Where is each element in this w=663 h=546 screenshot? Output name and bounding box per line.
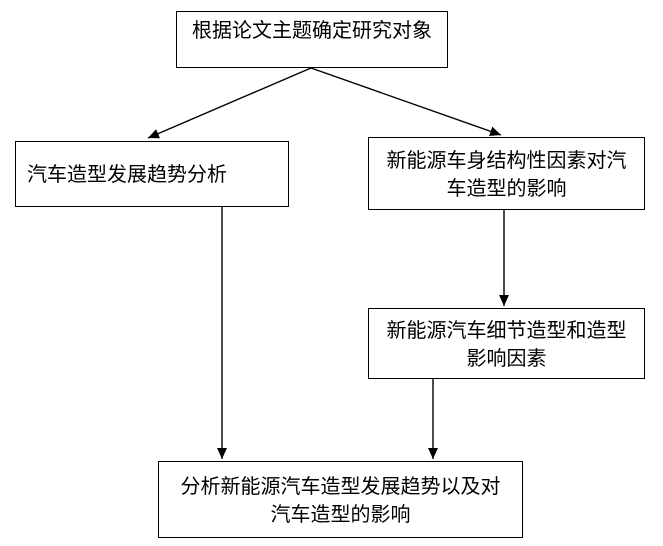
node-detail-styling-factors: 新能源汽车细节造型和造型 影响因素 [368, 308, 645, 379]
node-determine-research-object: 根据论文主题确定研究对象 [176, 11, 448, 68]
node-analysis-conclusion: 分析新能源汽车造型发展趋势以及对 汽车造型的影响 [158, 461, 523, 538]
node-analysis-conclusion-label: 分析新能源汽车造型发展趋势以及对 汽车造型的影响 [180, 473, 501, 526]
node-detail-styling-factors-label: 新能源汽车细节造型和造型 影响因素 [386, 317, 627, 370]
node-determine-research-object-label: 根据论文主题确定研究对象 [192, 18, 432, 42]
node-structural-factors-influence-label: 新能源车身结构性因素对汽 车造型的影响 [386, 147, 627, 200]
arrow-top-to-left [147, 67, 312, 139]
node-styling-trend-analysis: 汽车造型发展趋势分析 [15, 141, 289, 207]
node-styling-trend-analysis-label: 汽车造型发展趋势分析 [27, 162, 227, 186]
arrow-top-to-right [310, 67, 502, 137]
node-structural-factors-influence: 新能源车身结构性因素对汽 车造型的影响 [368, 137, 645, 210]
